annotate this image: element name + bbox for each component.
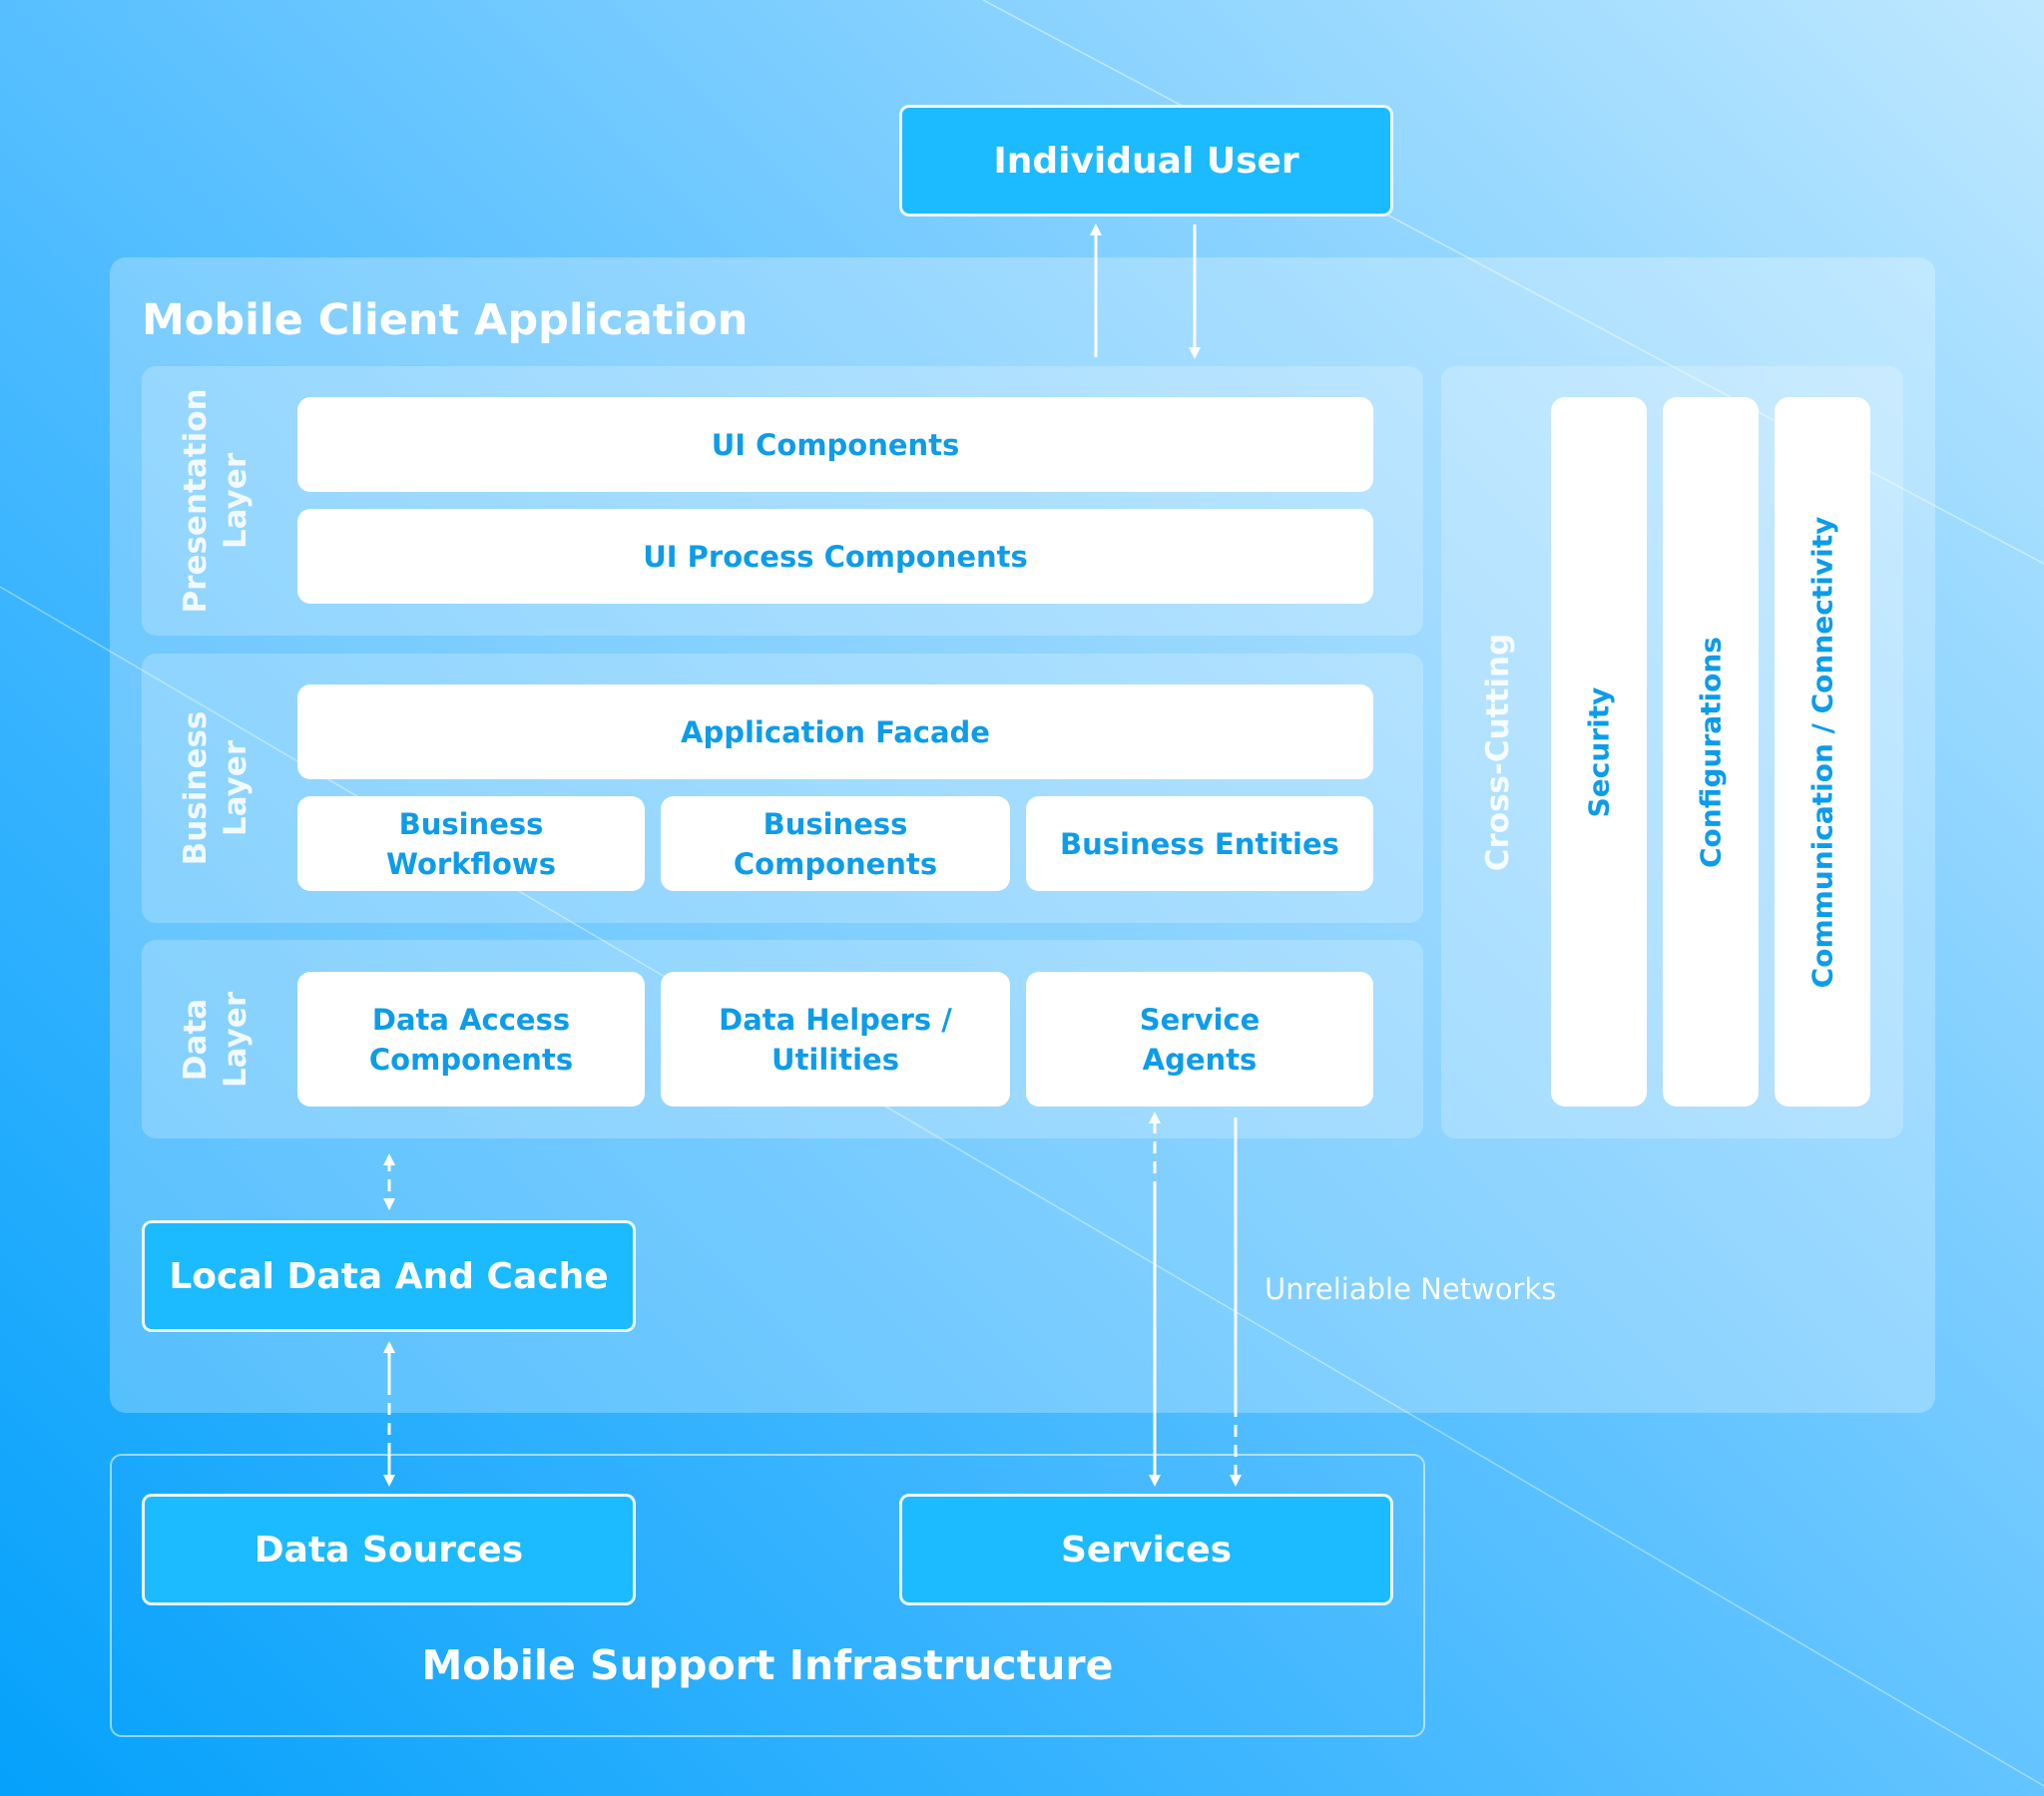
individual-user-label: Individual User	[993, 140, 1299, 182]
mobile-support-infrastructure-panel	[110, 1454, 1425, 1737]
business-workflows-label: Business Workflows	[386, 806, 556, 881]
business-workflows-box[interactable]: Business Workflows	[297, 796, 645, 891]
data-sources-box[interactable]: Data Sources	[142, 1494, 636, 1605]
ui-components-box[interactable]: UI Components	[297, 397, 1373, 492]
mobile-client-title: Mobile Client Application	[142, 295, 749, 345]
mobile-support-infrastructure-title: Mobile Support Infrastructure	[421, 1641, 1114, 1689]
communication-connectivity-box[interactable]	[1775, 397, 1870, 1107]
data-access-components-label-line1: Data Access	[371, 1002, 571, 1037]
configurations-box[interactable]	[1663, 397, 1759, 1107]
service-agents-label-line2: Agents	[1142, 1042, 1258, 1077]
security-box[interactable]	[1551, 397, 1647, 1107]
services-label: Services	[1060, 1529, 1233, 1571]
ui-process-components-box[interactable]: UI Process Components	[297, 509, 1373, 604]
data-helpers-utilities-box[interactable]: Data Helpers / Utilities	[661, 972, 1010, 1107]
business-components-label: Business Components	[733, 806, 938, 881]
ui-process-components-label: UI Process Components	[643, 539, 1028, 574]
business-components-box[interactable]: Business Components	[661, 796, 1010, 891]
application-facade-box[interactable]: Application Facade	[297, 684, 1373, 779]
business-entities-box[interactable]: Business Entities	[1026, 796, 1373, 891]
ui-components-label: UI Components	[711, 427, 960, 462]
service-agents-label-line1: Service	[1139, 1002, 1261, 1037]
data-sources-label: Data Sources	[254, 1529, 524, 1571]
data-helpers-utilities-label-line1: Data Helpers /	[719, 1002, 952, 1037]
data-access-components-box[interactable]: Data Access Components	[297, 972, 645, 1107]
local-data-cache-box[interactable]: Local Data And Cache	[142, 1220, 636, 1332]
individual-user-box[interactable]: Individual User	[899, 105, 1393, 217]
business-entities-label: Business Entities	[1060, 826, 1339, 861]
service-agents-box[interactable]: Service Agents	[1026, 972, 1373, 1107]
unreliable-networks-label: Unreliable Networks	[1265, 1272, 1557, 1306]
services-box[interactable]: Services	[899, 1494, 1393, 1605]
data-helpers-utilities-label-line2: Utilities	[771, 1042, 899, 1077]
application-facade-label: Application Facade	[681, 714, 990, 749]
data-access-components-label-line2: Components	[368, 1042, 574, 1077]
local-data-cache-label: Local Data And Cache	[169, 1255, 609, 1297]
